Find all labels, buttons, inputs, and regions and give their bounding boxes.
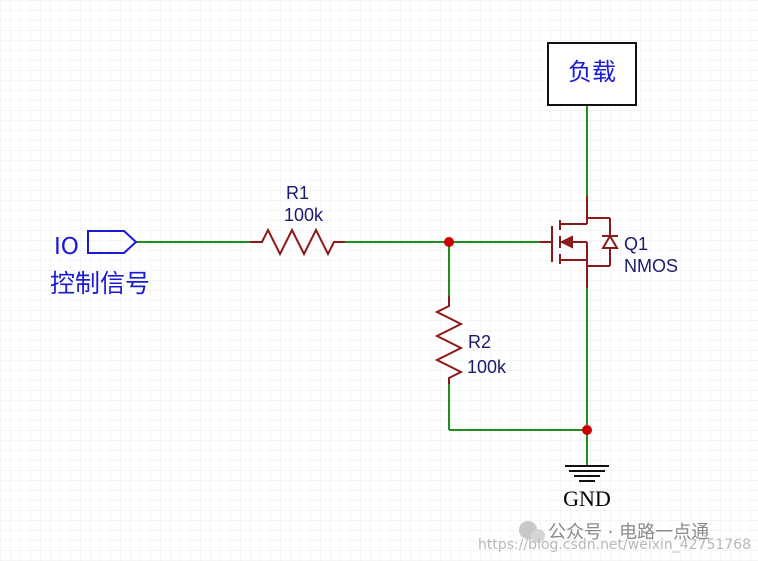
junction-gate-node <box>444 237 454 247</box>
resistor-r2-ref: R2 <box>468 332 491 352</box>
watermark-account: 公众号 · 电路一点通 <box>548 522 709 543</box>
resistor-r2: R2 100k <box>434 296 507 384</box>
resistor-r1-value: 100k <box>284 205 324 225</box>
io-port-shape <box>87 230 138 254</box>
load-box <box>547 42 637 106</box>
mosfet-diode-triangle <box>601 234 619 249</box>
io-port-label: IO <box>54 234 79 260</box>
resistor-r2-symbol <box>434 296 464 384</box>
mosfet-arrow <box>559 235 573 249</box>
wires <box>136 105 588 466</box>
mosfet-q1-type: NMOS <box>624 256 678 276</box>
mosfet-q1 <box>540 196 619 288</box>
resistor-r1-symbol <box>250 227 345 257</box>
io-port: IO 控制信号 <box>50 230 150 298</box>
resistor-r1-ref: R1 <box>286 183 309 203</box>
wechat-icon-small <box>531 529 545 543</box>
io-port-caption: 控制信号 <box>50 269 150 298</box>
ground-symbol <box>565 465 609 482</box>
load-label: 负载 <box>568 58 616 86</box>
watermark-url: https://blog.csdn.net/weixin_42751768 <box>478 537 751 553</box>
resistor-r2-value: 100k <box>467 357 507 377</box>
mosfet-q1-ref: Q1 <box>624 234 648 254</box>
junction-ground-node <box>582 425 592 435</box>
load-block: 负载 <box>547 42 637 106</box>
watermark: https://blog.csdn.net/weixin_42751768 公众… <box>478 521 751 553</box>
resistor-r1: R1 100k <box>250 183 345 257</box>
ground-label: GND <box>563 486 611 511</box>
